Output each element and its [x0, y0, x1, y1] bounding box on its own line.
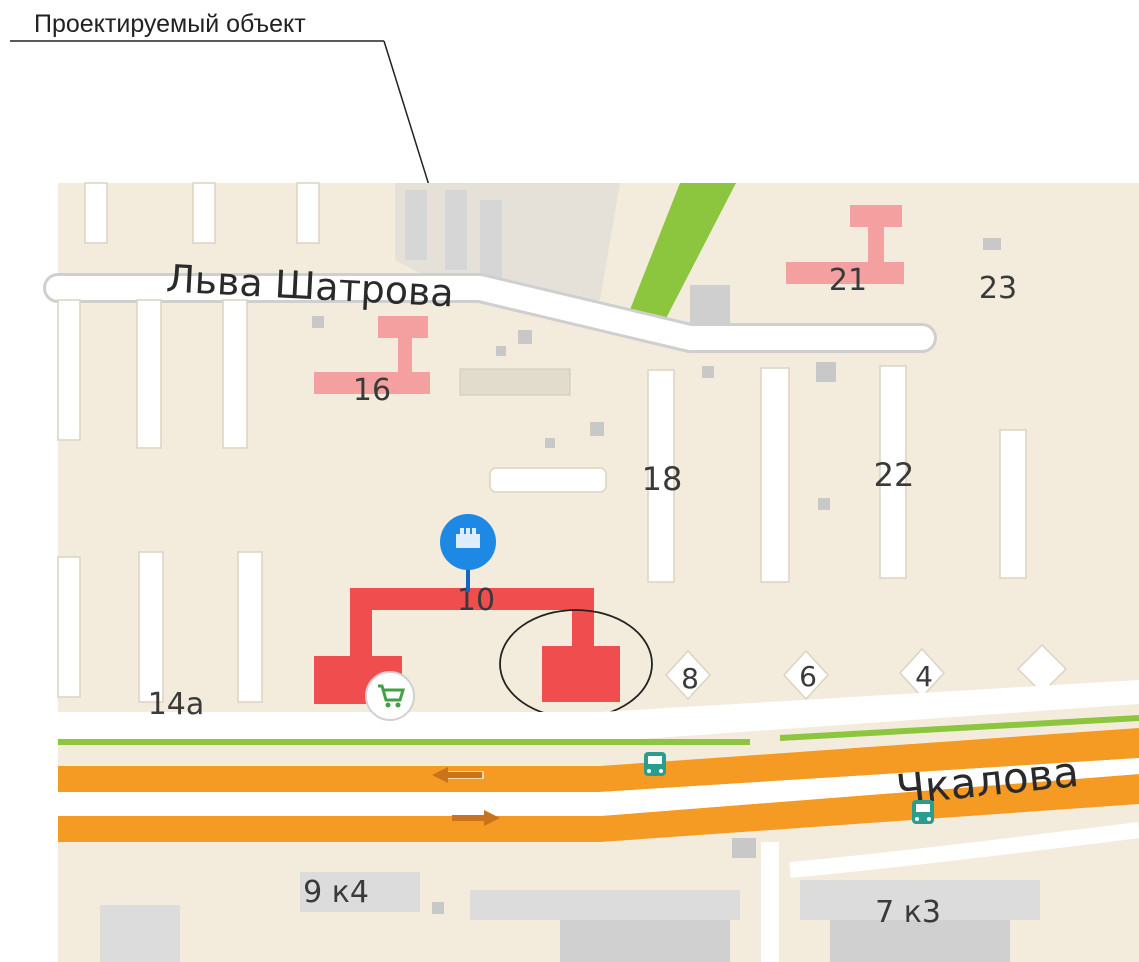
bus-stop-icon[interactable]	[644, 752, 666, 776]
building-grey	[560, 920, 730, 962]
building-grey	[690, 285, 730, 325]
building-grey	[830, 920, 1010, 962]
street-chkalova-lane1	[58, 728, 1139, 792]
house-number-4: 4	[915, 660, 933, 693]
house-number-9k4: 9 к4	[303, 875, 369, 910]
building-grey	[445, 190, 467, 270]
house-number-8: 8	[681, 662, 699, 695]
street-lva-shatrova	[46, 276, 934, 350]
building-grey	[800, 880, 1040, 920]
house-number-21: 21	[829, 263, 867, 298]
residential-buildings	[57, 182, 1027, 703]
sidewalk-road	[58, 680, 1139, 742]
building-grey	[100, 905, 180, 962]
building-grey	[405, 190, 427, 260]
building-grey	[459, 368, 571, 396]
street-chkalova-lane2	[58, 774, 1139, 842]
building-grey	[470, 890, 740, 920]
callout-label: Проектируемый объект	[34, 10, 306, 38]
public-buildings	[314, 205, 904, 394]
house-number-18: 18	[642, 460, 683, 498]
direction-arrow-icon	[452, 810, 500, 826]
house-number-16: 16	[353, 373, 391, 408]
park-area	[622, 183, 736, 330]
building-grey	[480, 200, 502, 290]
house-number-6: 6	[799, 660, 817, 693]
house-number-23: 23	[979, 271, 1017, 306]
map-pin-icon[interactable]	[440, 514, 496, 592]
bus-stop-icon[interactable]	[912, 800, 934, 824]
house-number-22: 22	[874, 456, 915, 494]
house-number-7k3: 7 к3	[875, 895, 941, 930]
direction-arrow-icon	[432, 767, 484, 783]
diamond-buildings	[664, 643, 1068, 701]
projected-building	[314, 588, 620, 704]
shopping-cart-icon[interactable]	[365, 671, 415, 721]
house-number-14a: 14а	[148, 687, 205, 722]
building-grey	[300, 872, 420, 912]
house-number-10: 10	[457, 583, 495, 618]
